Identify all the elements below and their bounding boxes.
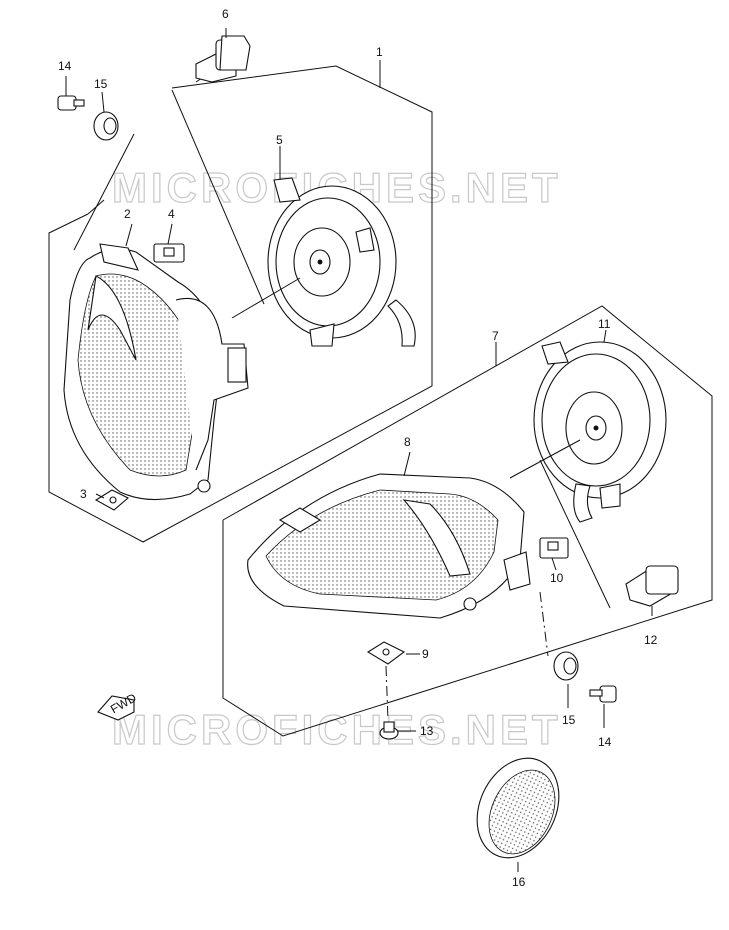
screw-14-lower xyxy=(589,685,617,703)
callout-2: 2 xyxy=(124,207,131,221)
callout-15-upper: 15 xyxy=(94,77,108,91)
clip-10 xyxy=(539,537,569,559)
callout-14-upper: 14 xyxy=(58,59,72,73)
callout-5: 5 xyxy=(276,133,283,147)
callout-11: 11 xyxy=(598,317,611,331)
callout-7: 7 xyxy=(492,329,499,343)
bulb-socket-5 xyxy=(267,177,416,347)
callout-14-lower: 14 xyxy=(598,735,612,749)
callout-labels: 1 2 3 4 5 6 7 8 9 10 11 12 13 14 14 15 1… xyxy=(58,7,658,889)
bulb-6 xyxy=(195,35,251,83)
nut-clip-3 xyxy=(94,489,129,511)
callout-13: 13 xyxy=(420,724,434,738)
callout-12: 12 xyxy=(644,633,658,647)
callout-9: 9 xyxy=(422,647,429,661)
clip-4 xyxy=(153,243,185,263)
screw-14-upper xyxy=(57,95,85,111)
screw-13 xyxy=(379,721,399,740)
callout-16: 16 xyxy=(512,875,526,889)
leader-lines xyxy=(65,28,653,872)
callout-6: 6 xyxy=(222,7,229,21)
nut-clip-9 xyxy=(366,641,406,665)
callout-3: 3 xyxy=(80,487,87,501)
callout-15-lower: 15 xyxy=(562,713,576,727)
callout-8: 8 xyxy=(404,435,411,449)
callout-1: 1 xyxy=(376,45,383,59)
assembly-7-outline xyxy=(222,305,713,737)
headlamp-housing-upper xyxy=(63,243,249,501)
grommet-15-lower xyxy=(553,651,579,681)
callout-10: 10 xyxy=(550,571,564,585)
reflector-16 xyxy=(476,757,560,859)
watermark-bottom: MICROFICHES.NET xyxy=(112,706,562,753)
headlamp-housing-lower xyxy=(247,473,531,619)
callout-4: 4 xyxy=(168,207,175,221)
bulb-socket-11 xyxy=(533,341,667,523)
bulb-12 xyxy=(625,565,679,607)
grommet-15-upper xyxy=(93,111,119,141)
